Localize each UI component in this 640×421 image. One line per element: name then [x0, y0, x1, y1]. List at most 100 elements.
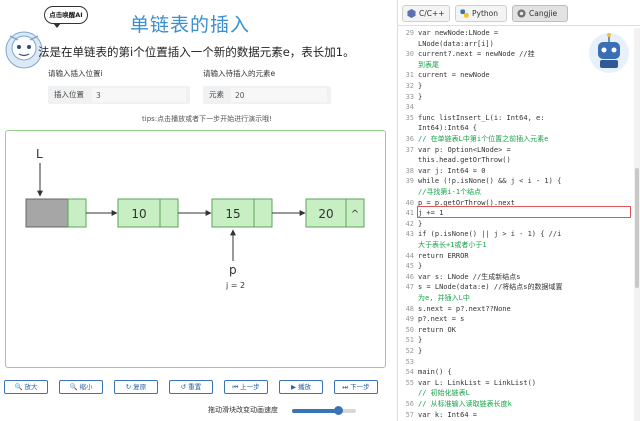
position-input[interactable] — [92, 88, 186, 102]
line-number: 51 — [405, 336, 414, 345]
restart-button[interactable]: ↺重置 — [169, 380, 213, 394]
line-number: 57 — [405, 410, 414, 419]
code-line: 41 j += 1 — [398, 208, 634, 218]
code-text: 为e, 并插入L中 — [418, 294, 470, 302]
code-text: return ERROR — [418, 251, 469, 260]
code-text: current?.next = newNode //挂 — [418, 50, 535, 59]
line-number: 43 — [405, 230, 414, 239]
list-node: 10 — [117, 198, 179, 228]
line-number: 53 — [405, 357, 414, 366]
line-number: 38 — [405, 166, 414, 175]
code-line: // 初始化链表L — [398, 388, 634, 398]
line-number: 39 — [405, 177, 414, 186]
undo-icon: ↺ — [180, 383, 187, 391]
cpp-icon — [407, 9, 416, 18]
speed-slider-handle[interactable] — [334, 406, 344, 415]
line-number: 49 — [405, 315, 414, 324]
reset-view-button[interactable]: ↻复原 — [114, 380, 158, 394]
code-text: return OK — [418, 325, 456, 334]
tab-cpp-label: C/C++ — [419, 9, 445, 18]
speed-slider[interactable] — [292, 406, 356, 415]
code-text: } — [418, 92, 423, 101]
play-button[interactable]: ▶播放 — [279, 380, 323, 394]
line-number: 52 — [405, 347, 414, 355]
tab-cangjie-label: Cangjie — [529, 9, 558, 18]
tips-text: tips:点击播放或者下一步开始进行演示哦! — [142, 115, 272, 123]
code-text: s = LNode(data:e) //将结点s的数据域置 — [418, 283, 563, 292]
code-line: 42 } — [398, 219, 634, 229]
null-pointer-symbol: ^ — [351, 209, 359, 220]
code-text: func listInsert_L(i: Int64, e: — [418, 113, 545, 122]
line-number: 42 — [405, 219, 414, 228]
code-line: 到表尾 — [398, 60, 634, 70]
list-node-head — [25, 198, 87, 228]
line-number: 35 — [405, 113, 414, 122]
code-line: 31 current = newNode — [398, 70, 634, 80]
code-line: 52} — [398, 346, 634, 356]
code-line: 39 while (!p.isNone() && j < i - 1) { — [398, 176, 634, 186]
python-icon — [460, 9, 469, 18]
element-input[interactable] — [231, 88, 327, 102]
line-number: 46 — [405, 272, 414, 281]
code-line: 30 current?.next = newNode //挂 — [398, 49, 634, 59]
line-number: 50 — [405, 325, 414, 334]
code-line: 44 return ERROR — [398, 251, 634, 261]
ai-bubble[interactable]: 点击唤醒AI — [44, 6, 88, 28]
mascot-icon[interactable] — [4, 26, 44, 70]
speed-slider-fill — [292, 409, 339, 413]
code-text: var p: Option<LNode> = — [418, 145, 511, 154]
code-line: 33 } — [398, 92, 634, 102]
zoom-in-button[interactable]: 🔍放大 — [4, 380, 48, 394]
code-scrollbar[interactable] — [634, 28, 640, 421]
code-text: while (!p.isNone() && j < i - 1) { — [418, 177, 562, 186]
linked-list-canvas: L 10 15 — [5, 130, 386, 368]
step-forward-button[interactable]: ⏭下一步 — [334, 380, 378, 394]
code-editor[interactable]: 29 var newNode:LNode =LNode(data:arr[i])… — [398, 28, 634, 421]
step-back-button[interactable]: ⏮上一步 — [224, 380, 268, 394]
node-value: 15 — [225, 207, 240, 221]
line-number: 37 — [405, 145, 414, 154]
code-text: p?.next = s — [418, 315, 465, 324]
step-back-icon: ⏮ — [232, 383, 239, 391]
code-text: p = p.getOrThrow().next — [418, 198, 515, 207]
line-number: 33 — [405, 92, 414, 101]
code-line: 45 } — [398, 261, 634, 271]
code-line: 36 // 在单链表L中第i个位置之前插入元素e — [398, 134, 634, 144]
code-text: var s: LNode //生成新结点s — [418, 272, 521, 281]
zoom-in-label: 放大 — [24, 383, 38, 391]
code-text: //寻找第i-1个结点 — [418, 188, 482, 196]
code-line: 大于表长+1或者小于1 — [398, 240, 634, 250]
code-text: 到表尾 — [418, 60, 439, 69]
code-line: 为e, 并插入L中 — [398, 293, 634, 303]
line-number: 30 — [405, 50, 414, 59]
zoom-out-button[interactable]: 🔍缩小 — [59, 380, 103, 394]
tab-python[interactable]: Python — [455, 5, 507, 22]
ai-assistant-icon[interactable] — [586, 30, 632, 76]
line-number: 29 — [405, 29, 414, 37]
scrollbar-thumb[interactable] — [635, 168, 639, 288]
code-text: } — [418, 82, 423, 90]
line-number: 34 — [405, 103, 414, 112]
code-line: 32 } — [398, 81, 634, 91]
code-text: j += 1 — [418, 209, 444, 218]
code-text: var j: Int64 = 0 — [418, 166, 486, 175]
code-line: 29 var newNode:LNode = — [398, 28, 634, 38]
code-text: var k: Int64 = — [418, 410, 478, 419]
code-text: s.next = p?.next??None — [418, 304, 511, 313]
code-text: var newNode:LNode = — [418, 29, 499, 37]
code-text: LNode(data:arr[i]) — [418, 39, 494, 48]
code-line: 55 var L: LinkList = LinkList() — [398, 378, 634, 388]
code-text: main() { — [418, 368, 452, 377]
play-label: 播放 — [298, 383, 311, 391]
tab-cpp[interactable]: C/C++ — [402, 5, 450, 22]
cangjie-icon — [517, 9, 526, 18]
playback-controls: 🔍放大 🔍缩小 ↻复原 ↺重置 ⏮上一步 ▶播放 ⏭下一步 — [4, 380, 392, 394]
line-number: 40 — [405, 198, 414, 207]
code-line: this.head.getOrThrow() — [398, 155, 634, 165]
tab-cangjie[interactable]: Cangjie — [512, 5, 568, 22]
algorithm-description: 法是在单链表的第i个位置插入一个新的数据元素e，表长加1。 — [38, 45, 355, 59]
code-text: this.head.getOrThrow() — [418, 156, 511, 165]
list-node-tail: 20 ^ — [305, 198, 365, 228]
code-text: // 从标准输入读取链表长度k — [418, 400, 512, 408]
